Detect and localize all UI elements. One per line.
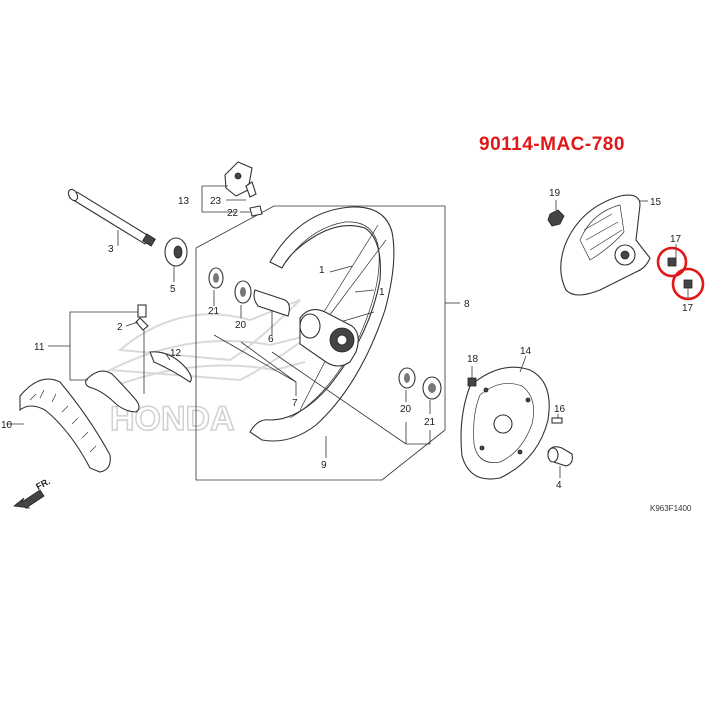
sensor-bracket — [201, 161, 263, 217]
cover-nut — [547, 200, 565, 227]
callout-21-right: 21 — [424, 417, 436, 428]
callout-17-lower: 17 — [682, 303, 694, 314]
callout-3: 3 — [108, 244, 114, 255]
highlight-ring-upper — [656, 246, 688, 278]
disc-bolt — [467, 366, 477, 387]
callout-9: 9 — [321, 460, 327, 471]
callout-11: 11 — [34, 342, 45, 353]
callout-1-lower: 1 — [379, 287, 385, 298]
wheel-assembly-bracket — [195, 205, 460, 481]
valve — [125, 304, 149, 394]
wheel-hub — [299, 309, 359, 367]
callout-22: 22 — [227, 208, 239, 219]
callout-18: 18 — [467, 354, 479, 365]
wheel-rim — [249, 206, 395, 458]
bolt-16 — [551, 414, 563, 424]
callout-1-upper: 1 — [319, 265, 325, 276]
callout-20-right: 20 — [400, 404, 412, 415]
brake-disc — [460, 355, 550, 480]
callout-20-left: 20 — [235, 320, 247, 331]
callout-10: 10 — [1, 420, 13, 431]
callout-23: 23 — [210, 196, 222, 207]
tire — [6, 378, 111, 473]
callout-2: 2 — [117, 322, 123, 333]
callout-19: 19 — [549, 188, 561, 199]
disc-cover — [560, 194, 651, 296]
highlight-ring-lower — [671, 267, 705, 301]
honda-wing-watermark: HONDA — [104, 299, 311, 439]
axle-collar — [164, 237, 188, 282]
callout-16: 16 — [554, 404, 566, 415]
callout-7: 7 — [292, 398, 298, 409]
front-direction-arrow: FR. — [13, 476, 52, 509]
callout-5: 5 — [170, 284, 176, 295]
callout-4: 4 — [556, 480, 562, 491]
callout-12: 12 — [170, 348, 182, 359]
callout-21-left: 21 — [208, 306, 220, 317]
direction-label: FR. — [34, 476, 51, 492]
callout-8: 8 — [464, 299, 470, 310]
front-axle — [67, 188, 156, 247]
callout-17-upper: 17 — [670, 234, 682, 245]
inner-tube — [48, 311, 140, 413]
highlighted-part-number: 90114-MAC-780 — [479, 134, 625, 155]
diagram-code: K963F1400 — [650, 504, 692, 513]
bearings-right — [398, 367, 442, 414]
callout-14: 14 — [520, 346, 532, 357]
bearings-left — [208, 267, 291, 335]
callout-labels: 1 1 2 3 4 5 6 7 8 9 10 11 12 13 14 15 16… — [1, 188, 694, 491]
leader-lines-wheel — [213, 334, 431, 445]
side-collar — [547, 446, 573, 478]
callout-13: 13 — [178, 196, 190, 207]
callout-6: 6 — [268, 334, 274, 345]
rim-band — [149, 351, 192, 383]
callout-15: 15 — [650, 197, 662, 208]
